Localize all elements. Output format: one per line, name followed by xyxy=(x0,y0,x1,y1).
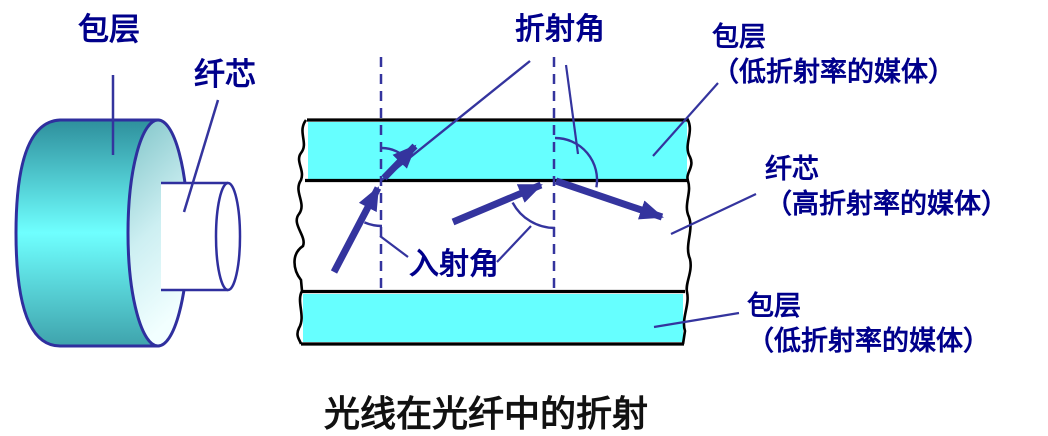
label-top-cladding-name: 包层 xyxy=(712,22,766,52)
fiber-cross-section xyxy=(293,118,693,346)
core-cylinder-edges xyxy=(161,181,228,292)
label-core-right: 纤芯 （高折射率的媒体） xyxy=(765,152,1008,222)
label-bottom-cladding: 包层 （低折射率的媒体） xyxy=(747,289,990,359)
top-cladding-band xyxy=(308,122,687,179)
refraction-angle-arc-2 xyxy=(554,136,599,188)
core-label-pointer xyxy=(670,193,757,235)
refracted-ray-1-extension xyxy=(381,60,531,181)
bottom-cladding-band xyxy=(303,294,683,342)
refraction-label-pointer xyxy=(564,64,580,155)
core-3d-pointer-line xyxy=(182,99,220,213)
left-break-edge xyxy=(293,119,308,345)
light-rays xyxy=(330,60,664,274)
label-core-right-desc: （高折射率的媒体） xyxy=(765,189,1008,219)
cladding-cylinder-body xyxy=(14,118,160,348)
right-break-edge xyxy=(681,119,693,345)
pointer-lines xyxy=(379,64,757,329)
label-cladding-3d: 包层 xyxy=(78,12,140,47)
label-bottom-cladding-name: 包层 xyxy=(747,291,801,321)
band-boundary-lines xyxy=(301,118,689,346)
fiber-3d-illustration xyxy=(14,75,242,348)
reflected-ray-2 xyxy=(554,177,664,221)
refracted-ray-1 xyxy=(381,143,418,181)
incidence-label-pointer-right xyxy=(496,225,532,263)
label-top-cladding-desc: （低折射率的媒体） xyxy=(712,57,955,87)
top-cladding-label-pointer xyxy=(652,82,719,157)
figure-caption: 光线在光纤中的折射 xyxy=(324,393,649,434)
incident-ray-1 xyxy=(330,186,382,274)
label-bottom-cladding-desc: （低折射率的媒体） xyxy=(747,326,990,356)
incidence-angle-arc-1 xyxy=(363,221,383,228)
normal-lines xyxy=(379,57,556,289)
label-core-3d: 纤芯 xyxy=(194,57,256,92)
incident-ray-2 xyxy=(451,181,543,226)
bottom-cladding-label-pointer xyxy=(653,311,740,329)
label-core-right-name: 纤芯 xyxy=(765,154,819,184)
incidence-angle-arc-2 xyxy=(511,201,556,230)
incidence-label-pointer-left xyxy=(379,235,409,258)
label-refraction-angle: 折射角 xyxy=(515,13,605,46)
label-top-cladding: 包层 （低折射率的媒体） xyxy=(712,20,955,90)
core-cylinder-face xyxy=(214,181,242,292)
label-incidence-angle: 入射角 xyxy=(409,248,499,281)
